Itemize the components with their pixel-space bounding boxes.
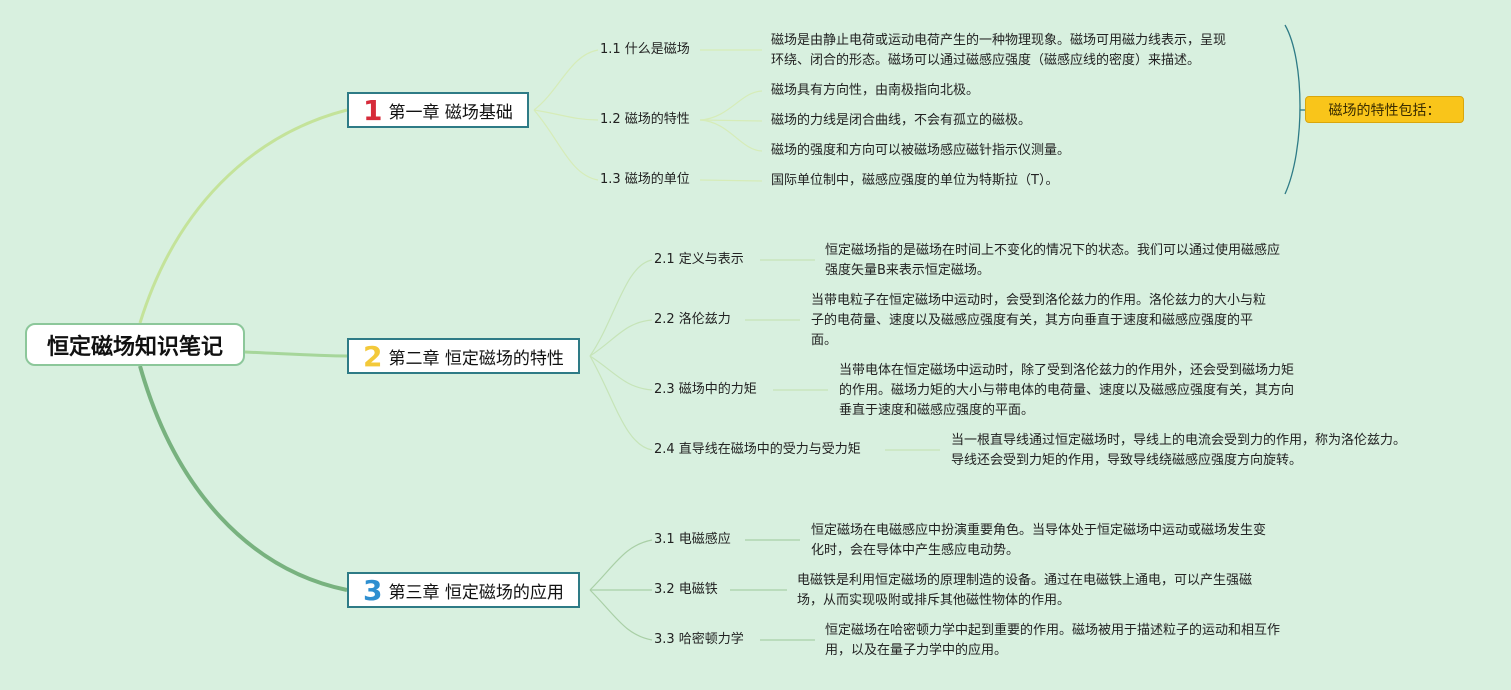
chapter-1-node[interactable]: 1 第一章 磁场基础 [347,92,529,128]
subtopic-2-4[interactable]: 2.4 直导线在磁场中的受力与受力矩 [654,442,861,457]
subtopic-1-1[interactable]: 1.1 什么是磁场 [600,42,690,57]
leaf-2-4-1[interactable]: 当一根直导线通过恒定磁场时，导线上的电流会受到力的作用，称为洛伦兹力。 导线还会… [951,433,1407,468]
chapter-2-number: 2 [363,340,383,373]
chapter-3-node[interactable]: 3 第三章 恒定磁场的应用 [347,572,580,608]
link-sub12-leaf1 [699,90,763,121]
chapter-2-title: 第二章 恒定磁场的特性 [388,348,564,369]
link-sub12-leaf2 [699,119,763,122]
subtopic-2-1[interactable]: 2.1 定义与表示 [654,252,744,267]
chapter-3-title: 第三章 恒定磁场的应用 [388,582,564,603]
leaf-1-1-1[interactable]: 磁场是由静止电荷或运动电荷产生的一种物理现象。磁场可用磁力线表示，呈现 环绕、闭… [771,33,1227,68]
subtopic-1-3[interactable]: 1.3 磁场的单位 [600,172,690,187]
chapter-3-number: 3 [363,574,383,607]
leaf-2-1-1[interactable]: 恒定磁场指的是磁场在时间上不变化的情况下的状态。我们可以通过使用磁感应 强度矢量… [825,243,1281,278]
summary-callout[interactable]: 磁场的特性包括： [1305,96,1464,123]
link-root-ch1 [138,108,348,324]
subtopic-3-3[interactable]: 3.3 哈密顿力学 [654,632,744,647]
leaf-1-2-3[interactable]: 磁场的强度和方向可以被磁场感应磁针指示仪测量。 [771,143,1071,158]
link-ch1-sub11 [533,49,599,111]
link-sub12-leaf3 [699,119,763,152]
chapter-2-node[interactable]: 2 第二章 恒定磁场的特性 [347,338,580,374]
leaf-3-1-1[interactable]: 恒定磁场在电磁感应中扮演重要角色。当导体处于恒定磁场中运动或磁场发生变 化时，会… [811,523,1267,558]
subtopic-3-1[interactable]: 3.1 电磁感应 [654,532,731,547]
leaf-1-2-1[interactable]: 磁场具有方向性，由南极指向北极。 [771,83,980,98]
link-root-ch3 [138,365,348,592]
link-ch1-sub13 [533,109,599,181]
subtopic-2-2[interactable]: 2.2 洛伦兹力 [654,312,731,327]
link-ch3-sub31 [589,539,653,591]
link-ch3-sub33 [589,589,653,641]
link-ch2-sub22 [589,319,653,357]
summary-bracket [1284,24,1301,195]
subtopic-2-3[interactable]: 2.3 磁场中的力矩 [654,382,757,397]
leaf-2-2-1[interactable]: 当带电粒子在恒定磁场中运动时，会受到洛伦兹力的作用。洛伦兹力的大小与粒 子的电荷… [811,293,1267,348]
link-root-ch2 [244,350,348,358]
link-ch2-sub24 [589,355,653,451]
subtopic-3-2[interactable]: 3.2 电磁铁 [654,582,718,597]
leaf-3-2-1[interactable]: 电磁铁是利用恒定磁场的原理制造的设备。通过在电磁铁上通电，可以产生强磁 场，从而… [797,573,1253,608]
root-topic[interactable]: 恒定磁场知识笔记 [25,323,245,366]
link-ch2-sub21 [589,259,653,357]
link-sub13-leaf [699,179,763,182]
leaf-1-2-2[interactable]: 磁场的力线是闭合曲线，不会有孤立的磁极。 [771,113,1032,128]
leaf-1-3-1[interactable]: 国际单位制中，磁感应强度的单位为特斯拉（T）。 [771,173,1059,188]
link-ch2-sub23 [589,355,653,391]
subtopic-1-2[interactable]: 1.2 磁场的特性 [600,112,690,127]
leaf-2-3-1[interactable]: 当带电体在恒定磁场中运动时，除了受到洛伦兹力的作用外，还会受到磁场力矩 的作用。… [839,363,1295,418]
leaf-3-3-1[interactable]: 恒定磁场在哈密顿力学中起到重要的作用。磁场被用于描述粒子的运动和相互作 用，以及… [825,623,1281,658]
chapter-1-title: 第一章 磁场基础 [388,102,513,123]
link-ch1-sub12 [533,109,599,121]
chapter-1-number: 1 [363,94,383,127]
